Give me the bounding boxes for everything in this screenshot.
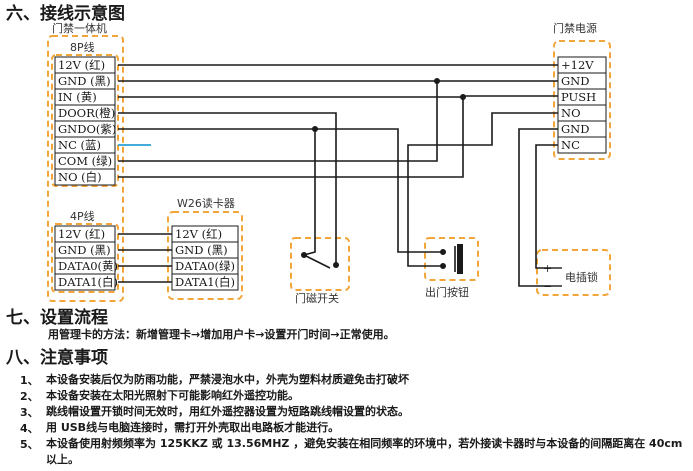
- p8-pin-label: DOOR(橙): [58, 106, 115, 120]
- setup-method: 用管理卡的方法：新增管理卡→增加用户卡→设置开门时间→正常使用。: [48, 328, 395, 341]
- note-text: 跳线帽设置开锁时间无效时，用红外遥控器设置为短路跳线帽设置的状态。: [46, 405, 409, 418]
- p4-title: 4P线: [70, 209, 95, 223]
- exit-button-box: [424, 237, 479, 281]
- button-plunger: [457, 244, 463, 274]
- note-text: 本设备安装在太阳光照射下可能影响红外遥控功能。: [46, 389, 299, 402]
- wire-door-magnet: [118, 112, 337, 265]
- wiring-diagram: 门禁一体机 8P线 12V (红) GND (黑) IN (黄) DOOR(橙) GND…: [47, 21, 611, 305]
- magnet-switch-lever: [303, 254, 331, 269]
- section-title-wiring: 六、接线示意图: [6, 4, 125, 24]
- p8-title: 8P线: [70, 40, 95, 54]
- magnet-switch-box: [290, 237, 350, 291]
- wires: [118, 64, 558, 287]
- list-item: 2、 本设备安装在太阳光照射下可能影响红外遥控功能。: [0, 388, 693, 404]
- psu-pin-label: PUSH: [561, 90, 596, 104]
- junction-dot: [460, 94, 466, 100]
- psu-pin-label: GND: [561, 74, 589, 88]
- controller-title: 门禁一体机: [52, 21, 107, 35]
- wire-button-push: [407, 112, 558, 267]
- list-item: 4、 用 USB线与电脑连接时，需打开外壳取出电路板才能进行。: [0, 420, 693, 436]
- note-number: 5、: [20, 438, 39, 451]
- p8-pin-label: NO (白): [58, 170, 102, 184]
- wire-com: [118, 81, 438, 162]
- list-item: 3、 跳线帽设置开锁时间无效时，用红外遥控器设置为短路跳线帽设置的状态。: [0, 404, 693, 420]
- p8-pin-label: GND (黑): [58, 74, 111, 88]
- note-number: 2、: [20, 390, 39, 403]
- list-item: 1、 本设备安装后仅为防雨功能，严禁浸泡水中，外壳为塑料材质避免击打破坏: [0, 372, 693, 388]
- section-title-setup: 七、设置流程: [6, 308, 108, 328]
- wire-gndo-button: [315, 128, 443, 253]
- p4-connector-box: [51, 223, 119, 293]
- section-title-notes: 八、注意事项: [6, 348, 108, 368]
- note-number: 3、: [20, 406, 39, 419]
- psu-pin-label: NO: [561, 106, 581, 120]
- magnet-label: 门磁开关: [295, 291, 339, 305]
- list-item: 5、 本设备使用射频频率为 125KKZ 或 13.56MHZ ，避免安装在相同…: [0, 436, 693, 468]
- psu-pin-label: NC: [561, 138, 580, 152]
- reader-title: W26读卡器: [177, 196, 235, 210]
- p8-pin-label: COM (绿): [58, 154, 112, 168]
- p4-pin-label: DATA0(黄): [58, 259, 118, 273]
- note-text: 本设备安装后仅为防雨功能，严禁浸泡水中，外壳为塑料材质避免击打破坏: [46, 373, 409, 386]
- note-number: 4、: [20, 422, 39, 435]
- reader-pin-label: DATA0(绿): [175, 259, 235, 273]
- psu-pin-label: GND: [561, 122, 589, 136]
- psu-title: 门禁电源: [553, 21, 597, 35]
- wire-lock-plus: [535, 144, 558, 269]
- lock-box: [536, 249, 611, 296]
- junction-dot: [312, 126, 318, 132]
- p4-pin-label: 12V (红): [58, 227, 105, 241]
- reader-box: [167, 211, 243, 300]
- wire-no: [118, 97, 464, 178]
- wire-gndo-magnet: [118, 128, 316, 256]
- p8-pin-label: 12V (红): [58, 58, 105, 72]
- controller-box: [47, 35, 124, 302]
- p4-pin-cell: [54, 273, 116, 291]
- p8-pin-label: NC (蓝): [58, 138, 101, 152]
- reader-pin-label: GND (黑): [175, 243, 228, 257]
- note-number: 1、: [20, 374, 39, 387]
- reader-pin-label: 12V (红): [175, 227, 222, 241]
- psu-pin-label: +12V: [561, 58, 594, 72]
- wire-in-push: [118, 95, 558, 98]
- p8-connector-box: [51, 54, 119, 187]
- p4-pin-label: DATA1(白): [58, 275, 118, 289]
- psu-box: [553, 40, 611, 160]
- junction-dot: [434, 78, 440, 84]
- p8-pin-label: IN (黄): [58, 90, 97, 104]
- p4-pin-label: GND (黑): [58, 243, 111, 257]
- reader-pin-label: DATA1(白): [175, 275, 235, 289]
- note-text: 用 USB线与电脑连接时，需打开外壳取出电路板才能进行。: [46, 421, 340, 434]
- p8-pin-label: GNDO(紫): [58, 122, 116, 136]
- note-text: 本设备使用射频频率为 125KKZ 或 13.56MHZ ，避免安装在相同频率的…: [46, 437, 683, 466]
- p8-pin-cell: [54, 168, 116, 186]
- wire-lock-minus: [518, 128, 558, 287]
- lock-label: 电插锁: [565, 270, 598, 284]
- button-label: 出门按钮: [425, 285, 469, 299]
